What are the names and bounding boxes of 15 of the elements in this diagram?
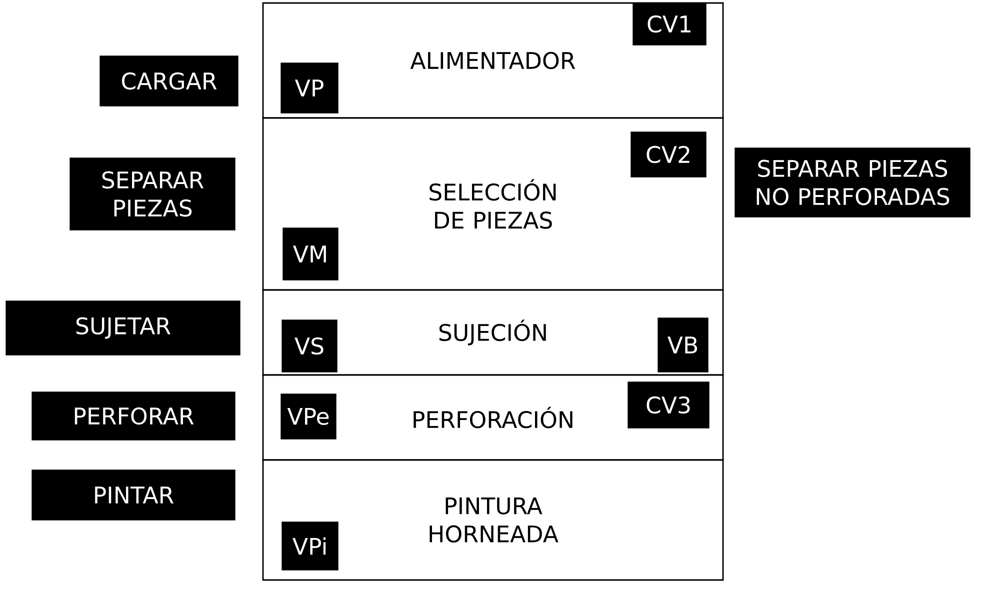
label-box: CV1 (632, 2, 706, 46)
label-box: SEPARAR PIEZAS NO PERFORADAS (734, 148, 970, 218)
label-box: VPi (282, 522, 338, 570)
label-box: CV3 (628, 382, 710, 428)
label-box: VPe (280, 394, 336, 440)
label-box: VP (280, 62, 338, 114)
label-box: SUJETAR (6, 300, 240, 356)
label-box: SEPARAR PIEZAS (70, 158, 236, 230)
label-box: CARGAR (100, 56, 238, 106)
label-box: CV2 (630, 132, 706, 178)
label-box: PERFORAR (32, 392, 236, 440)
label-box: VM (282, 228, 338, 280)
label-box: VS (282, 320, 338, 372)
label-box: PINTAR (32, 470, 236, 520)
label-box: VB (658, 318, 708, 372)
